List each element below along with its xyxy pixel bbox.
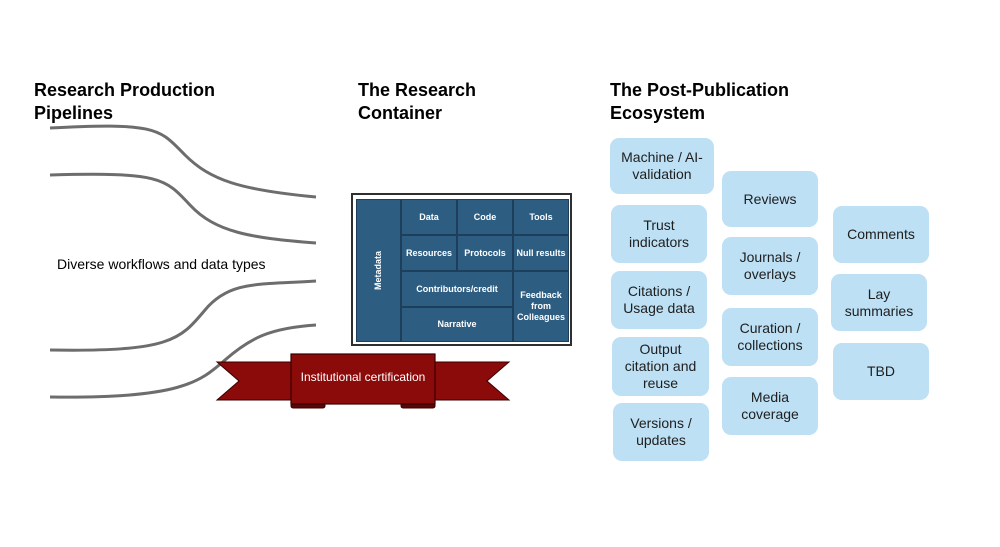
eco-box-reviews: Reviews	[722, 171, 818, 227]
cell-null-results: Null results	[513, 235, 569, 271]
eco-box-versions-updates: Versions / updates	[613, 403, 709, 461]
eco-box-citations-usage-data: Citations / Usage data	[611, 271, 707, 329]
eco-box-journals-overlays: Journals / overlays	[722, 237, 818, 295]
certification-ribbon	[215, 353, 511, 409]
cell-data: Data	[401, 199, 457, 235]
heading-research-container: The Research Container	[358, 80, 477, 123]
certification-label: Institutional certification	[300, 370, 426, 384]
eco-box-machine-ai-validation: Machine / AI-validation	[610, 138, 714, 194]
eco-box-comments: Comments	[833, 206, 929, 263]
cell-contributors-credit: Contributors/credit	[401, 271, 513, 307]
heading-post-publication-ecosystem: The Post-Publication Ecosystem	[610, 80, 790, 123]
workflow-line-1	[49, 124, 317, 199]
cell-narrative: Narrative	[401, 307, 513, 342]
workflows-label: Diverse workflows and data types	[57, 256, 266, 272]
research-container-box: Metadata Data Code Tools Resources Proto…	[351, 193, 572, 346]
eco-box-output-citation-and-reuse: Output citation and reuse	[612, 337, 709, 396]
cell-metadata: Metadata	[356, 199, 401, 342]
cell-resources: Resources	[401, 235, 457, 271]
heading-research-production-pipelines: Research Production Pipelines	[34, 80, 216, 123]
eco-box-tbd: TBD	[833, 343, 929, 400]
cell-tools: Tools	[513, 199, 569, 235]
workflow-line-2	[49, 172, 317, 245]
cell-protocols: Protocols	[457, 235, 513, 271]
cell-metadata-label: Metadata	[372, 250, 383, 291]
cell-code: Code	[457, 199, 513, 235]
eco-box-media-coverage: Media coverage	[722, 377, 818, 435]
cell-feedback-from-colleagues: Feedback from Colleagues	[513, 271, 569, 342]
eco-box-lay-summaries: Lay summaries	[831, 274, 927, 331]
workflow-line-3	[49, 279, 317, 352]
eco-box-curation-collections: Curation / collections	[722, 308, 818, 366]
eco-box-trust-indicators: Trust indicators	[611, 205, 707, 263]
